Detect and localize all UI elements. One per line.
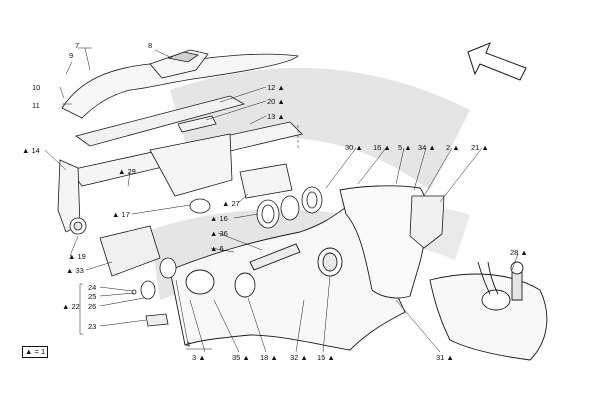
dash-main-frame	[57, 121, 303, 235]
part-label-7: 7	[75, 41, 80, 50]
part-label-23: 23	[88, 322, 97, 331]
part-label-2: 2 ▲	[446, 143, 460, 152]
part-label-6: ▲ 6	[210, 244, 224, 253]
part-label-17: ▲ 17	[112, 210, 130, 219]
part-label-30: 30 ▲	[345, 143, 363, 152]
part-label-12: 12 ▲	[267, 83, 285, 92]
part-label-19: ▲ 19	[68, 252, 86, 261]
part-label-10: 10	[32, 83, 41, 92]
center-bracket	[189, 163, 293, 214]
part-label-13: 13 ▲	[267, 112, 285, 121]
part-label-3: 3 ▲	[192, 353, 206, 362]
knee-panel	[99, 225, 161, 277]
center-console	[429, 261, 548, 361]
part-label-27: ▲ 27	[222, 199, 240, 208]
part-label-26: 26	[88, 302, 97, 311]
part-label-11: 11	[32, 101, 40, 110]
small-fasteners	[131, 257, 177, 327]
part-label-31: 31 ▲	[436, 353, 454, 362]
part-label-8: 8	[148, 41, 153, 50]
part-label-36: ▲ 36	[210, 229, 228, 238]
part-label-21: 21 ▲	[471, 143, 489, 152]
part-label-29: ▲ 29	[118, 167, 136, 176]
part-label-22: ▲ 22	[62, 302, 80, 311]
part-label-34: 34 ▲	[418, 143, 436, 152]
part-label-32: 32 ▲	[290, 353, 308, 362]
air-vent-rings	[256, 186, 323, 229]
part-label-28: 28 ▲	[510, 248, 528, 257]
quantity-legend: ▲ = 1	[22, 346, 49, 358]
part-label-16: ▲ 16	[210, 214, 228, 223]
direction-arrow-icon	[467, 42, 527, 81]
leader-lines	[44, 47, 519, 353]
part-label-35: 35 ▲	[232, 353, 250, 362]
part-label-5: 5 ▲	[398, 143, 412, 152]
part-label-9: 9	[69, 51, 74, 60]
part-label-25: 25	[88, 292, 97, 301]
part-label-4: 4	[186, 340, 191, 349]
part-label-20: 20 ▲	[267, 97, 285, 106]
dash-top-cover	[61, 49, 299, 119]
side-trim	[409, 195, 445, 249]
part-label-24: 24	[88, 283, 97, 292]
part-label-14: ▲ 14	[22, 146, 40, 155]
dashboard-body	[169, 185, 428, 351]
part-label-15: 15 ▲	[317, 353, 335, 362]
part-label-18: 18 ▲	[260, 353, 278, 362]
part-label-16-top: 16 ▲	[373, 143, 391, 152]
part-label-33: ▲ 33	[66, 266, 84, 275]
